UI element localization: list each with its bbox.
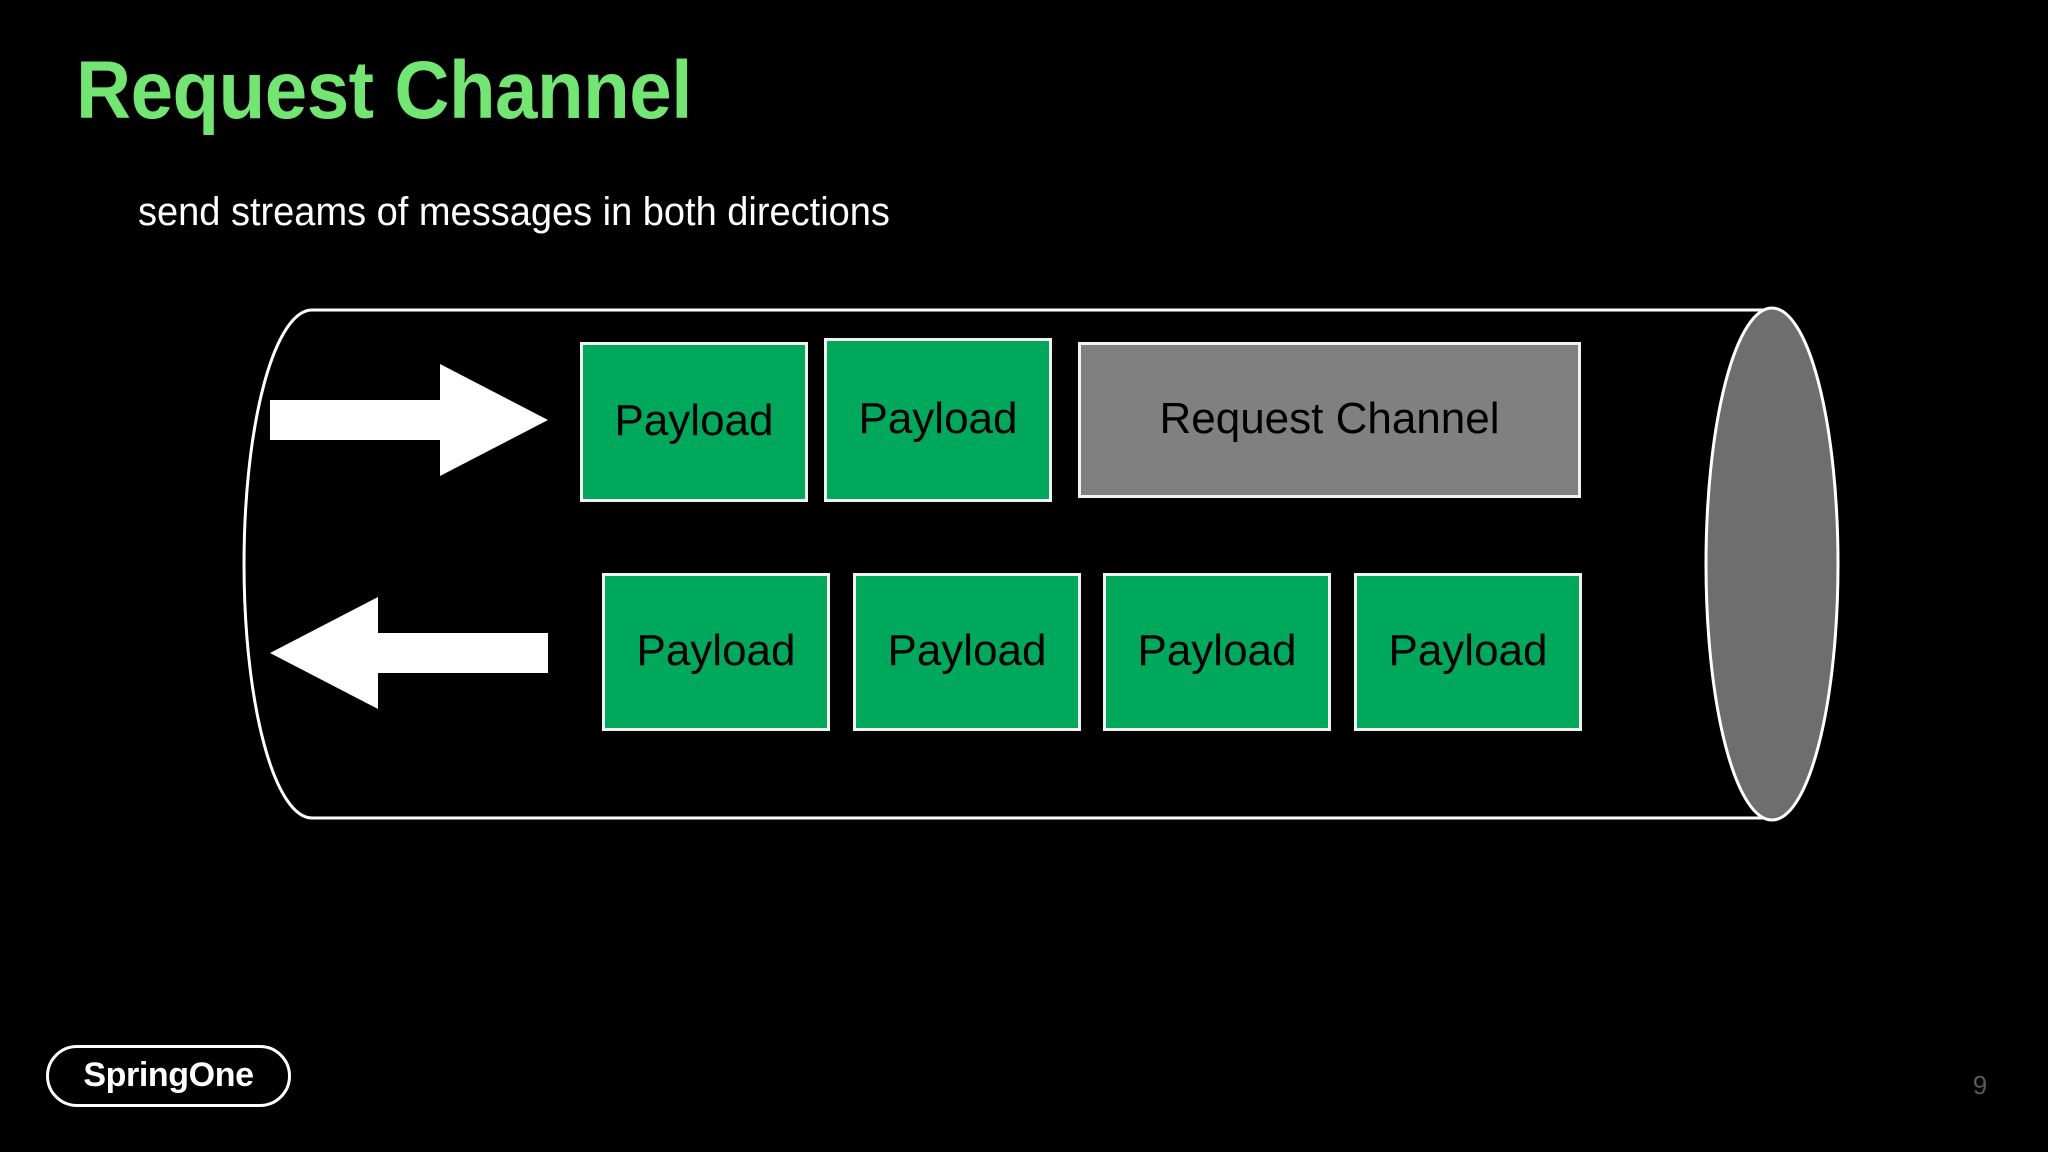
outbound-stream-arrow bbox=[270, 364, 548, 476]
top-row-request-channel[interactable]: Request Channel bbox=[1078, 342, 1581, 498]
box-label: Payload bbox=[1388, 626, 1548, 675]
page-subtitle: send streams of messages in both directi… bbox=[138, 190, 890, 234]
bottom-row-payload-3[interactable]: Payload bbox=[1103, 573, 1331, 731]
box-label: Payload bbox=[858, 394, 1018, 443]
springone-logo: SpringOne bbox=[46, 1045, 291, 1107]
bottom-row-payload-4[interactable]: Payload bbox=[1354, 573, 1582, 731]
bottom-row-payload-2[interactable]: Payload bbox=[853, 573, 1081, 731]
springone-logo-text: SpringOne bbox=[83, 1056, 254, 1094]
page-number: 9 bbox=[1972, 1070, 1988, 1100]
box-label: Payload bbox=[887, 626, 1047, 675]
cylinder-left-cap bbox=[242, 308, 313, 820]
cylinder-right-cap bbox=[1704, 306, 1840, 822]
box-label: Request Channel bbox=[1159, 394, 1500, 443]
box-label: Payload bbox=[636, 626, 796, 675]
inbound-stream-arrow bbox=[270, 597, 548, 709]
bottom-row-payload-1[interactable]: Payload bbox=[602, 573, 830, 731]
box-label: Payload bbox=[614, 396, 774, 445]
top-row-payload-1[interactable]: Payload bbox=[580, 342, 808, 502]
page-title: Request Channel bbox=[76, 45, 692, 136]
box-label: Payload bbox=[1137, 626, 1297, 675]
top-row-payload-2[interactable]: Payload bbox=[824, 338, 1052, 502]
